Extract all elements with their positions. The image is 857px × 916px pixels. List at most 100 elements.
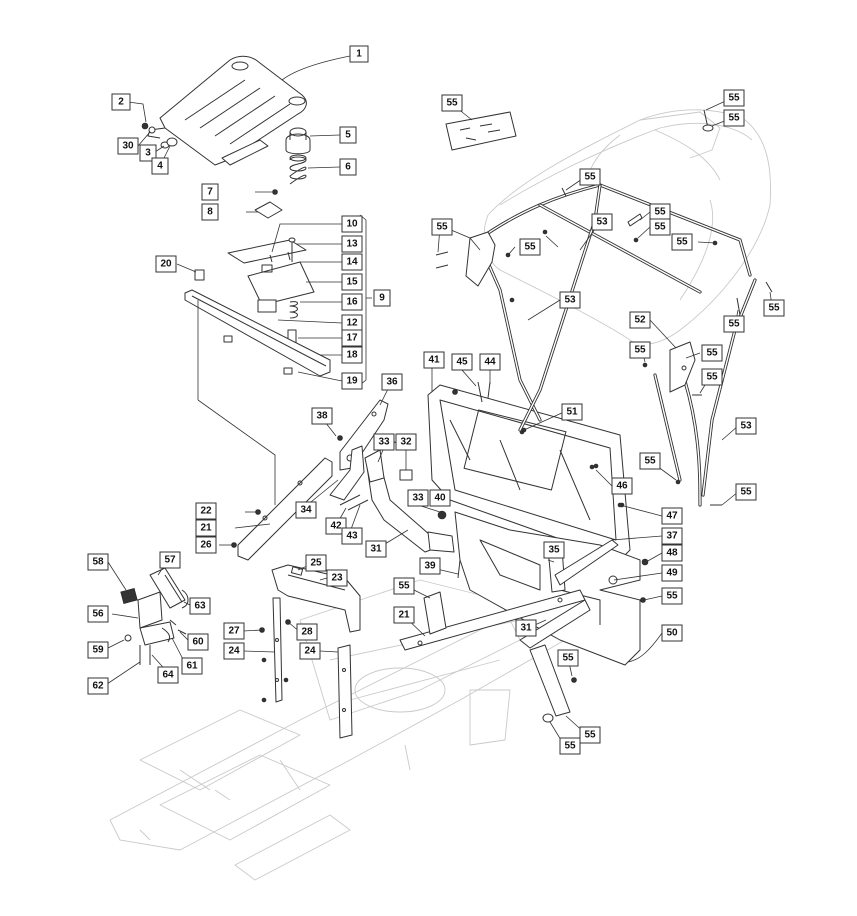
svg-text:55: 55 bbox=[654, 207, 666, 218]
callout-10: 10 bbox=[341, 215, 363, 233]
callout-55-top-pin: 55 bbox=[723, 89, 745, 107]
callout-55-hinge-bolt: 55 bbox=[701, 368, 723, 386]
assembly-guide-lines bbox=[197, 300, 276, 505]
callout-53-middle: 53 bbox=[559, 291, 581, 309]
svg-text:55: 55 bbox=[564, 741, 576, 752]
callout-36: 36 bbox=[381, 373, 403, 391]
callout-51: 51 bbox=[561, 403, 583, 421]
callout-55-side-right: 55 bbox=[579, 726, 601, 744]
svg-text:19: 19 bbox=[346, 376, 358, 387]
svg-text:55: 55 bbox=[436, 222, 448, 233]
svg-text:39: 39 bbox=[424, 561, 436, 572]
svg-text:21: 21 bbox=[200, 523, 212, 534]
callout-55-side-top: 55 bbox=[557, 649, 579, 667]
svg-text:41: 41 bbox=[428, 355, 440, 366]
callout-17: 17 bbox=[341, 329, 363, 347]
svg-text:55: 55 bbox=[584, 730, 596, 741]
svg-text:44: 44 bbox=[484, 357, 496, 368]
svg-text:55: 55 bbox=[740, 487, 752, 498]
seat-spring-part bbox=[289, 154, 307, 185]
svg-text:43: 43 bbox=[346, 531, 358, 542]
callout-27: 27 bbox=[223, 622, 245, 640]
svg-text:55: 55 bbox=[728, 93, 740, 104]
pins-42-43 bbox=[339, 494, 369, 511]
vertical-bracket-24-part bbox=[261, 597, 353, 739]
callout-55-clip: 55 bbox=[649, 203, 671, 221]
callout-40: 40 bbox=[429, 489, 451, 507]
callout-55-left-bracket: 55 bbox=[431, 218, 453, 236]
svg-text:23: 23 bbox=[331, 573, 343, 584]
svg-text:49: 49 bbox=[666, 568, 678, 579]
svg-text:8: 8 bbox=[207, 207, 213, 218]
svg-text:63: 63 bbox=[194, 601, 206, 612]
callout-55-clip-b: 55 bbox=[649, 218, 671, 236]
callout-45: 45 bbox=[451, 353, 473, 371]
callout-6: 6 bbox=[339, 158, 357, 176]
callout-labels: 1 2 30 3 4 5 6 7 8 10 13 14 15 16 12 17 … bbox=[87, 45, 785, 755]
callout-55-bolt: 55 bbox=[723, 315, 745, 333]
callout-55-right-top: 55 bbox=[671, 233, 693, 251]
callout-31-upper: 31 bbox=[365, 540, 387, 558]
callout-50: 50 bbox=[661, 624, 683, 642]
svg-text:9: 9 bbox=[379, 293, 385, 304]
callout-2: 2 bbox=[111, 93, 131, 111]
svg-text:55: 55 bbox=[654, 222, 666, 233]
callout-55-decal: 55 bbox=[441, 94, 463, 112]
svg-text:13: 13 bbox=[346, 239, 358, 250]
callout-52: 52 bbox=[629, 311, 651, 329]
side-plate-55-part bbox=[423, 591, 577, 723]
svg-text:28: 28 bbox=[301, 627, 313, 638]
callout-55-nut: 55 bbox=[629, 341, 651, 359]
svg-text:25: 25 bbox=[310, 558, 322, 569]
callout-1: 1 bbox=[349, 45, 369, 63]
callout-48: 48 bbox=[661, 544, 683, 562]
svg-text:17: 17 bbox=[346, 333, 358, 344]
callout-12: 12 bbox=[341, 314, 363, 332]
callout-55-top-washer: 55 bbox=[723, 109, 745, 127]
callout-60: 60 bbox=[187, 633, 209, 651]
callout-53-lower: 53 bbox=[735, 417, 757, 435]
callout-44: 44 bbox=[479, 353, 501, 371]
svg-text:50: 50 bbox=[666, 628, 678, 639]
callout-46: 46 bbox=[611, 477, 633, 495]
tube-frame-53-part bbox=[476, 183, 757, 507]
svg-text:33: 33 bbox=[378, 437, 390, 448]
callout-23: 23 bbox=[326, 569, 348, 587]
svg-text:6: 6 bbox=[345, 162, 351, 173]
callout-28: 28 bbox=[296, 623, 318, 641]
svg-text:60: 60 bbox=[192, 637, 204, 648]
callout-31-lower: 31 bbox=[515, 619, 537, 637]
svg-text:35: 35 bbox=[548, 545, 560, 556]
svg-text:31: 31 bbox=[370, 544, 382, 555]
svg-text:40: 40 bbox=[434, 493, 446, 504]
svg-text:55: 55 bbox=[706, 348, 718, 359]
callout-61: 61 bbox=[181, 657, 203, 675]
svg-text:55: 55 bbox=[562, 653, 574, 664]
svg-text:31: 31 bbox=[520, 623, 532, 634]
svg-text:59: 59 bbox=[92, 645, 104, 656]
svg-text:30: 30 bbox=[122, 141, 134, 152]
callout-33-lower: 33 bbox=[407, 489, 429, 507]
seat-knob-part bbox=[285, 127, 311, 155]
callout-14: 14 bbox=[341, 253, 363, 271]
callout-19: 19 bbox=[341, 372, 363, 390]
svg-text:16: 16 bbox=[346, 297, 358, 308]
callout-26: 26 bbox=[195, 536, 217, 554]
callout-37: 37 bbox=[661, 527, 683, 545]
svg-text:22: 22 bbox=[200, 506, 212, 517]
svg-text:55: 55 bbox=[768, 303, 780, 314]
svg-text:53: 53 bbox=[596, 217, 608, 228]
svg-text:38: 38 bbox=[316, 411, 328, 422]
svg-text:1: 1 bbox=[356, 49, 362, 60]
svg-text:55: 55 bbox=[644, 456, 656, 467]
callout-32: 32 bbox=[395, 433, 417, 451]
callout-5: 5 bbox=[339, 126, 357, 144]
svg-text:55: 55 bbox=[446, 98, 458, 109]
svg-text:24: 24 bbox=[228, 646, 240, 657]
svg-text:53: 53 bbox=[564, 295, 576, 306]
callout-55-plate: 55 bbox=[393, 577, 415, 595]
callout-55-rod-left: 55 bbox=[519, 238, 541, 256]
svg-text:26: 26 bbox=[200, 540, 212, 551]
callout-38: 38 bbox=[311, 407, 333, 425]
callout-47: 47 bbox=[661, 507, 683, 525]
